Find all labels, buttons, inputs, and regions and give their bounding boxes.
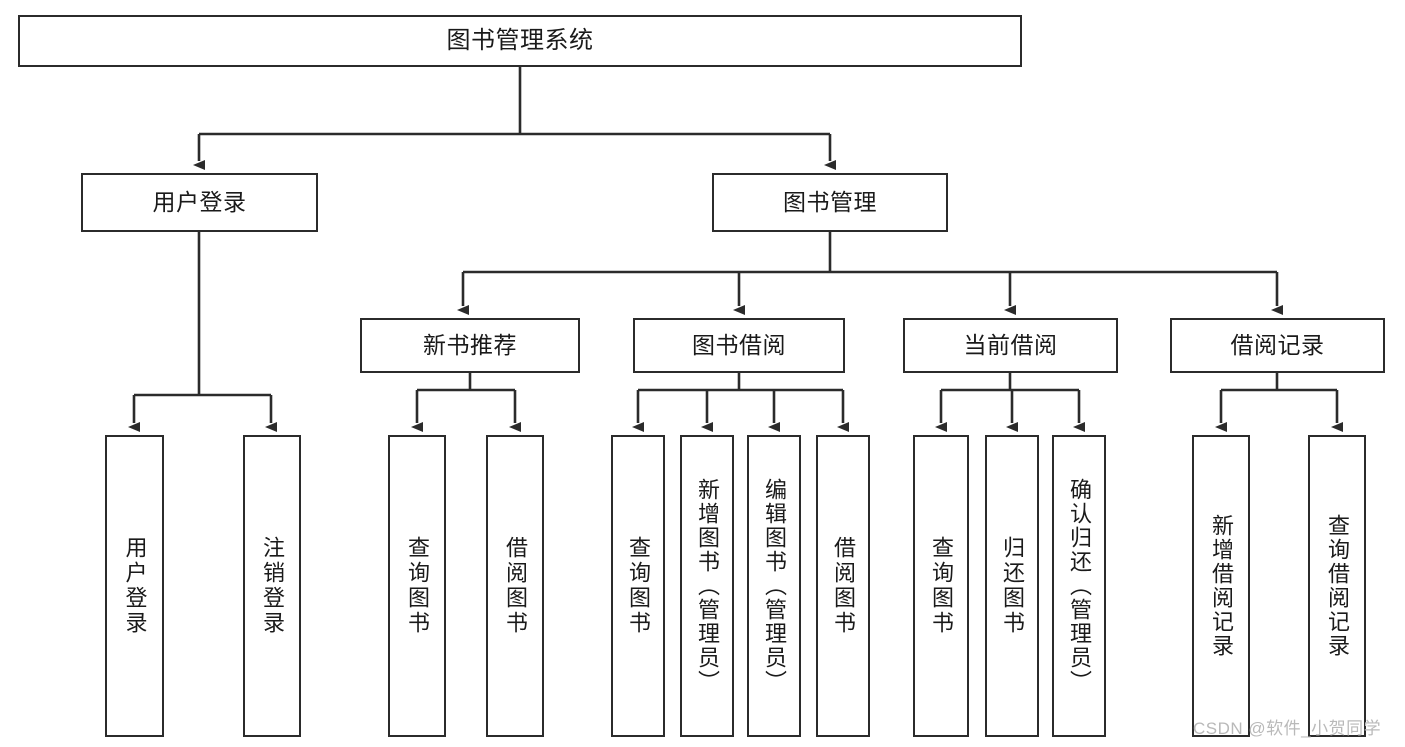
leaf-user-login-label: 用户登录 — [122, 536, 148, 636]
leaf-add-book-admin-label: 新增图书（管理员） — [695, 478, 720, 694]
leaf-edit-book-admin-label: 编辑图书（管理员） — [762, 478, 787, 694]
node-book-management-label: 图书管理 — [783, 189, 877, 215]
leaf-return-books-label: 归还图书 — [1000, 536, 1025, 636]
leaf-confirm-return-admin-label: 确认归还（管理员） — [1067, 478, 1092, 694]
node-current-borrowing[interactable]: 当前借阅 — [903, 318, 1118, 373]
leaf-logout-label: 注销登录 — [260, 536, 285, 636]
node-borrowing-records[interactable]: 借阅记录 — [1170, 318, 1385, 373]
leaf-borrow-books-borrowing[interactable]: 借阅图书 — [816, 435, 870, 737]
leaf-query-borrowing-record[interactable]: 查询借阅记录 — [1308, 435, 1366, 737]
leaf-query-books-current[interactable]: 查询图书 — [913, 435, 969, 737]
node-user-login-label: 用户登录 — [152, 189, 247, 215]
node-book-management[interactable]: 图书管理 — [712, 173, 948, 232]
leaf-borrow-books-recommend-label: 借阅图书 — [503, 536, 528, 636]
leaf-query-books-borrowing[interactable]: 查询图书 — [611, 435, 665, 737]
csdn-watermark: CSDN @软件_小贺同学 — [1193, 719, 1382, 738]
node-new-book-recommendation-label: 新书推荐 — [423, 332, 517, 358]
leaf-query-borrowing-record-label: 查询借阅记录 — [1325, 514, 1350, 658]
node-root[interactable]: 图书管理系统 — [18, 15, 1022, 67]
node-root-label: 图书管理系统 — [446, 27, 594, 54]
leaf-query-books-recommend-label: 查询图书 — [405, 536, 430, 636]
node-book-borrowing[interactable]: 图书借阅 — [633, 318, 845, 373]
node-current-borrowing-label: 当前借阅 — [963, 332, 1058, 358]
leaf-user-login[interactable]: 用户登录 — [105, 435, 164, 737]
leaf-borrow-books-recommend[interactable]: 借阅图书 — [486, 435, 544, 737]
leaf-borrow-books-borrowing-label: 借阅图书 — [831, 536, 856, 636]
leaf-query-books-current-label: 查询图书 — [929, 536, 954, 636]
node-new-book-recommendation[interactable]: 新书推荐 — [360, 318, 580, 373]
node-borrowing-records-label: 借阅记录 — [1230, 332, 1325, 358]
leaf-return-books[interactable]: 归还图书 — [985, 435, 1039, 737]
leaf-edit-book-admin[interactable]: 编辑图书（管理员） — [747, 435, 801, 737]
node-book-borrowing-label: 图书借阅 — [692, 332, 786, 358]
leaf-query-books-recommend[interactable]: 查询图书 — [388, 435, 446, 737]
leaf-add-book-admin[interactable]: 新增图书（管理员） — [680, 435, 734, 737]
leaf-confirm-return-admin[interactable]: 确认归还（管理员） — [1052, 435, 1106, 737]
leaf-query-books-borrowing-label: 查询图书 — [626, 536, 651, 636]
leaf-add-borrowing-record[interactable]: 新增借阅记录 — [1192, 435, 1250, 737]
leaf-logout[interactable]: 注销登录 — [243, 435, 301, 737]
leaf-add-borrowing-record-label: 新增借阅记录 — [1209, 514, 1234, 658]
node-user-login[interactable]: 用户登录 — [81, 173, 318, 232]
